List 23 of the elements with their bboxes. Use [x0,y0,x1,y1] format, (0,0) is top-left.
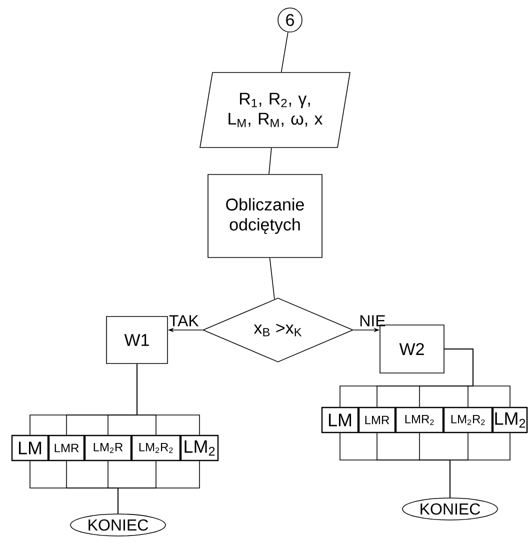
table-cell: LM$_{2}$R$_{2}$ [131,434,181,462]
table-cell: LM$_{2}$ [180,434,219,462]
table-cell: LMR [48,434,85,462]
connector [280,32,288,72]
process-box: Obliczanie odciętych [208,174,322,258]
connector [118,460,200,514]
connector [136,364,200,436]
connector [444,348,510,408]
input-parallelogram: R$_{1}$, R$_{2}$, γ, L$_{M}$, R$_{M}$, ω, x [200,72,350,148]
process-box: W1 [106,316,168,364]
table-cell: LM [321,406,359,434]
table-cell: LM$_{2}$R$_{2}$ [443,406,493,434]
connector [269,258,275,300]
table-cell: LM [11,434,49,462]
table-cell: LM$_{2}$ [492,406,528,434]
edge-label: TAK [169,315,199,326]
connector [450,432,510,498]
connector [268,148,272,174]
table-cell: LM$_{2}$R [84,434,132,462]
process-box: W2 [380,324,444,374]
edge-label: NIE [360,315,386,326]
table-cell: LMR [358,406,396,434]
table-cell: LMR$_{2}$ [395,406,444,434]
